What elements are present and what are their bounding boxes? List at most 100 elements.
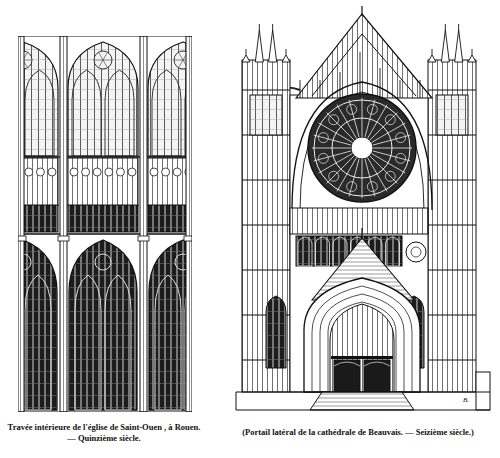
- buttress-tower: [242, 60, 290, 392]
- caption: Travée intérieure de l'église de Saint-O…: [6, 422, 202, 443]
- pier: [18, 36, 24, 412]
- stroke: [128, 168, 136, 176]
- stroke: [174, 60, 183, 61]
- facade-wall: [290, 95, 428, 392]
- stroke: [298, 237, 312, 266]
- stroke: [103, 52, 108, 60]
- stroke: [148, 205, 192, 232]
- stroke: [318, 153, 328, 163]
- saint-ouen-bay: [18, 36, 192, 412]
- stroke: [362, 159, 363, 198]
- stroke: [361, 228, 362, 240]
- stroke: [99, 52, 104, 60]
- stroke: [312, 148, 351, 149]
- stroke: [316, 237, 330, 266]
- stroke: [420, 80, 421, 98]
- stroke: [445, 24, 446, 30]
- stroke: [70, 168, 78, 176]
- stroke: [428, 90, 476, 91]
- stroke: [327, 113, 355, 141]
- stroke: [72, 70, 101, 156]
- capital: [18, 236, 26, 241]
- stroke: [411, 247, 421, 257]
- gable: [296, 14, 432, 98]
- stroke: [360, 52, 361, 98]
- stroke: [373, 148, 412, 149]
- stroke: [242, 225, 290, 226]
- door: [334, 360, 360, 392]
- pinnacle: [468, 55, 476, 62]
- stroke: [94, 60, 103, 61]
- stroke: [179, 60, 184, 68]
- stroke: [300, 80, 301, 98]
- stroke: [236, 392, 490, 393]
- stroke: [93, 168, 101, 176]
- stroke: [347, 104, 357, 114]
- stroke: [75, 275, 101, 410]
- stroke: [155, 275, 181, 410]
- stroke: [432, 49, 433, 55]
- stroke: [318, 133, 328, 143]
- stroke: [272, 24, 273, 30]
- stroke: [368, 105, 388, 139]
- stroke: [428, 360, 476, 361]
- stroke: [361, 6, 362, 16]
- stroke: [162, 168, 170, 176]
- stroke: [36, 168, 44, 176]
- buttress-tower: [428, 60, 476, 392]
- stroke: [337, 158, 357, 192]
- stroke: [25, 275, 51, 410]
- capital: [184, 236, 192, 241]
- stroke: [105, 70, 134, 156]
- stroke: [351, 137, 373, 159]
- pinnacle: [441, 30, 449, 62]
- pinnacle: [255, 30, 263, 62]
- pier: [60, 36, 67, 412]
- stroke: [99, 60, 104, 68]
- stroke: [246, 49, 247, 55]
- stroke: [152, 70, 181, 156]
- capital: [138, 236, 149, 241]
- stroke: [367, 182, 377, 192]
- stroke: [362, 98, 363, 137]
- stroke: [116, 168, 124, 176]
- stroke: [63, 36, 64, 412]
- portal-arch: [304, 278, 420, 392]
- stroke: [380, 68, 381, 98]
- stroke: [48, 168, 56, 176]
- rose-window: [308, 94, 416, 202]
- stroke: [372, 123, 406, 143]
- beauvais-portal: [236, 6, 490, 410]
- stroke: [68, 205, 138, 232]
- stroke: [94, 51, 112, 69]
- stroke: [337, 105, 357, 139]
- stroke: [143, 36, 144, 412]
- stroke: [385, 171, 395, 181]
- stroke: [370, 113, 398, 141]
- stroke: [259, 24, 260, 30]
- stroke: [320, 294, 404, 392]
- stroke: [472, 49, 473, 55]
- stroke: [236, 409, 490, 410]
- stroke: [189, 36, 190, 412]
- arcade-arch: [69, 240, 137, 410]
- stroke: [105, 275, 131, 410]
- stroke: [173, 168, 181, 176]
- stroke: [428, 225, 476, 226]
- stroke: [428, 270, 476, 271]
- stroke: [372, 154, 406, 174]
- stroke: [179, 52, 184, 60]
- stroke: [428, 315, 476, 316]
- stroke: [327, 156, 355, 184]
- triforium: [68, 158, 138, 206]
- stroke: [103, 60, 112, 61]
- stroke: [105, 168, 113, 176]
- stroke: [400, 80, 401, 98]
- stroke: [242, 270, 290, 271]
- pinnacle: [242, 55, 250, 62]
- capital: [58, 236, 69, 241]
- steps: [310, 392, 414, 410]
- stroke: [320, 80, 321, 98]
- stroke: [370, 156, 398, 184]
